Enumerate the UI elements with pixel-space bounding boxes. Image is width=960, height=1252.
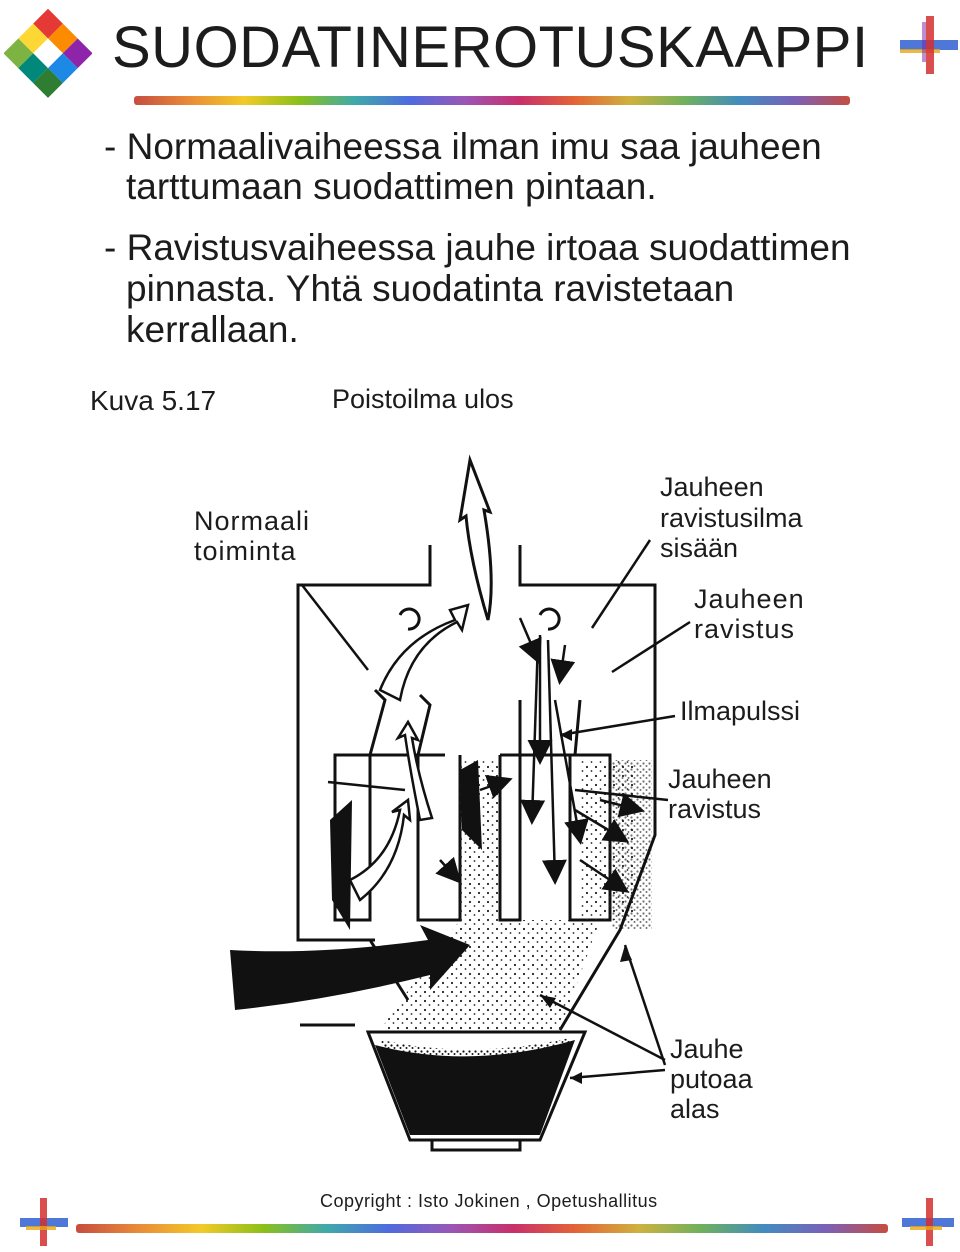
label-shake-a-2: ravistus bbox=[694, 614, 796, 644]
collection-bin bbox=[365, 1030, 588, 1152]
label-fall-3: alas bbox=[670, 1094, 720, 1124]
flap-left bbox=[330, 800, 352, 930]
page-title: SUODATINEROTUSKAAPPI bbox=[112, 15, 869, 80]
label-pulse: Ilmapulssi bbox=[680, 696, 801, 726]
bullet-2-line-1: - Ravistusvaiheessa jauhe irtoaa suodatt… bbox=[104, 227, 851, 268]
nozzles bbox=[398, 607, 561, 631]
exhaust-arrow bbox=[457, 454, 493, 621]
funnels bbox=[368, 688, 582, 756]
label-shake-air-2: ravistusilma bbox=[660, 503, 803, 533]
label-shake-b-1: Jauheen bbox=[668, 764, 772, 794]
label-normal-2: toiminta bbox=[194, 536, 297, 566]
filter-cabinet-diagram bbox=[230, 454, 691, 1152]
figure-caption: Kuva 5.17 bbox=[90, 385, 217, 416]
label-fall-1: Jauhe bbox=[670, 1034, 744, 1064]
bullet-1-line-1: - Normaalivaiheessa ilman imu saa jauhee… bbox=[104, 126, 822, 167]
bullet-2-line-2: pinnasta. Yhtä suodatinta ravistetaan bbox=[126, 268, 735, 309]
label-shake-air-1: Jauheen bbox=[660, 472, 764, 502]
title-divider bbox=[134, 96, 850, 105]
bullet-2-line-3: kerrallaan. bbox=[126, 309, 299, 350]
label-exhaust: Poistoilma ulos bbox=[332, 384, 514, 414]
leader-lines bbox=[301, 539, 691, 1080]
crosshair-icon bbox=[900, 16, 958, 74]
leader-arrowheads bbox=[540, 729, 632, 1084]
flap-mid bbox=[460, 760, 482, 850]
label-normal-1: Normaali bbox=[194, 506, 311, 536]
label-shake-a-1: Jauheen bbox=[694, 584, 805, 614]
dust-coat-right-dense bbox=[612, 760, 652, 930]
flow-arrow-into-bag bbox=[348, 797, 412, 902]
flow-arrow-bag-top bbox=[394, 719, 434, 822]
label-shake-b-2: ravistus bbox=[668, 794, 762, 824]
crosshair-icon bbox=[902, 1198, 954, 1246]
label-fall-2: putoaa bbox=[670, 1064, 753, 1094]
pulse-arrows bbox=[435, 617, 645, 893]
flow-arrow-up-left bbox=[378, 603, 470, 702]
dust-cloud bbox=[380, 920, 600, 1030]
inlet-arrow bbox=[230, 925, 470, 1010]
diamond-logo-icon bbox=[4, 8, 92, 98]
label-shake-air-3: sisään bbox=[660, 533, 739, 563]
copyright-text: Copyright : Isto Jokinen , Opetushallitu… bbox=[320, 1191, 658, 1211]
crosshair-icon bbox=[20, 1198, 68, 1246]
footer-divider bbox=[76, 1224, 888, 1233]
bullet-1-line-2: tarttumaan suodattimen pintaan. bbox=[126, 166, 657, 207]
